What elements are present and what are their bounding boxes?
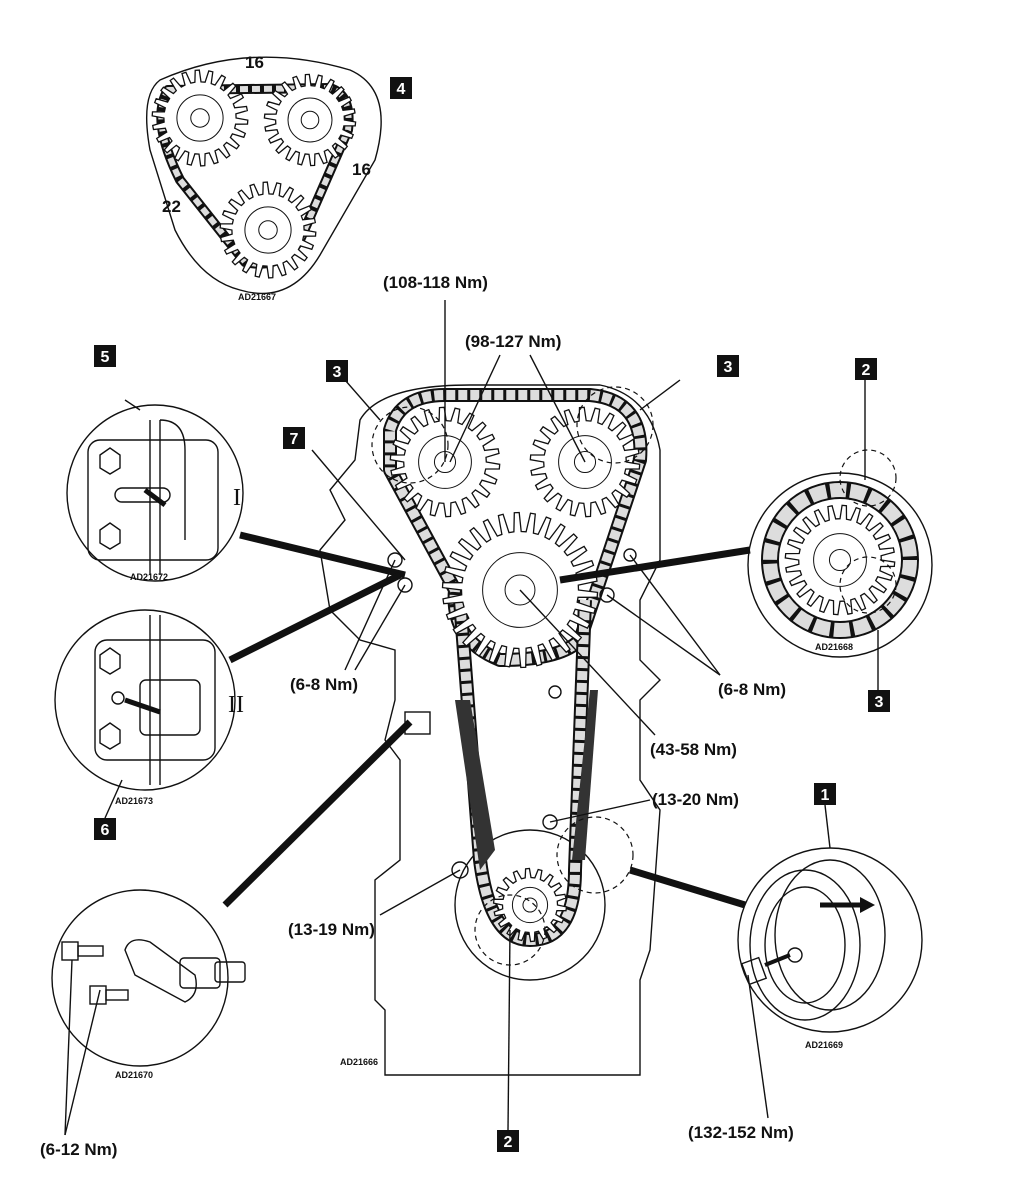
callout-2: 2	[504, 1134, 513, 1151]
torque-cam-both: (98-127 Nm)	[465, 332, 561, 351]
chain-guide-right	[572, 690, 598, 860]
sprocket-right	[263, 73, 357, 167]
torque-guide-right: (6-8 Nm)	[718, 680, 786, 699]
callouts: 5 3 3 7 2 3 6 1 2	[94, 345, 890, 1152]
inset-cam-detail: AD21668	[747, 449, 933, 658]
torque-idler: (43-58 Nm)	[650, 740, 737, 759]
engine-block-outline	[319, 384, 661, 1076]
count-right: 16	[352, 160, 371, 179]
sprocket-bottom	[219, 181, 317, 279]
code-ad21668: AD21668	[815, 642, 853, 652]
leader-lines	[64, 300, 879, 1136]
callout-3: 3	[724, 359, 733, 376]
code-ad21669: AD21669	[805, 1040, 843, 1050]
roman-i: I	[233, 485, 241, 511]
callout-5: 5	[101, 349, 110, 366]
hub-circle	[258, 220, 278, 240]
count-top: 16	[245, 53, 264, 72]
callout-4	[390, 77, 412, 99]
hub-circle	[244, 206, 292, 254]
hub-circle	[558, 435, 612, 489]
hub-circle	[828, 548, 852, 572]
inset-crank-pulley: AD21669	[737, 847, 923, 1050]
torque-cam-left: (108-118 Nm)	[383, 273, 488, 292]
bolts	[387, 548, 637, 879]
detail-sprocket	[784, 504, 896, 616]
callout-6: 6	[101, 822, 110, 839]
hub-circle	[176, 94, 224, 142]
callout-1: 1	[821, 787, 830, 804]
hub-circle	[190, 108, 210, 128]
mark-circle	[556, 816, 634, 894]
torque-guide-left: (6-8 Nm)	[290, 675, 358, 694]
hub-circle	[511, 886, 549, 924]
roman-ii: II	[228, 692, 244, 718]
hub-circle	[813, 533, 867, 587]
code-ad21667: AD21667	[238, 292, 276, 302]
count-left: 22	[162, 197, 181, 216]
callout-7: 7	[290, 431, 299, 448]
crank-pulley-outline	[454, 829, 606, 981]
callout-3: 3	[333, 364, 342, 381]
torque-crank: (132-152 Nm)	[688, 1123, 794, 1142]
inset-tensioner-parts: AD21670	[51, 889, 246, 1080]
torque-guide-lower-right: (13-20 Nm)	[652, 790, 739, 809]
chain-guide-left	[455, 700, 495, 870]
callout-2: 2	[862, 362, 871, 379]
torque-guide-lower-left: (13-19 Nm)	[288, 920, 375, 939]
crankshaft-sprocket	[492, 867, 568, 943]
hub-circle	[504, 574, 536, 606]
mark-circle	[371, 406, 449, 484]
torque-tensioner: (6-12 Nm)	[40, 1140, 117, 1159]
mark-circle	[576, 386, 654, 464]
hub-circle	[482, 552, 558, 628]
code-ad21672: AD21672	[130, 572, 168, 582]
inset-tensioner-i: I AD21672	[66, 404, 244, 582]
code-ad21673: AD21673	[115, 796, 153, 806]
callout-4-label: 4	[397, 81, 406, 98]
hub-circle	[573, 450, 597, 474]
code-ad21666: AD21666	[340, 1057, 378, 1067]
code-ad21670: AD21670	[115, 1070, 153, 1080]
hub-circle	[287, 97, 333, 143]
hub-circle	[300, 110, 320, 130]
callout-3: 3	[875, 694, 884, 711]
inset-tensioner-ii: II AD21673	[54, 609, 244, 806]
hub-circle	[522, 897, 538, 913]
sprocket-left	[151, 69, 249, 167]
inset-chain-count: 16 16 22 AD21667 4	[145, 53, 412, 302]
